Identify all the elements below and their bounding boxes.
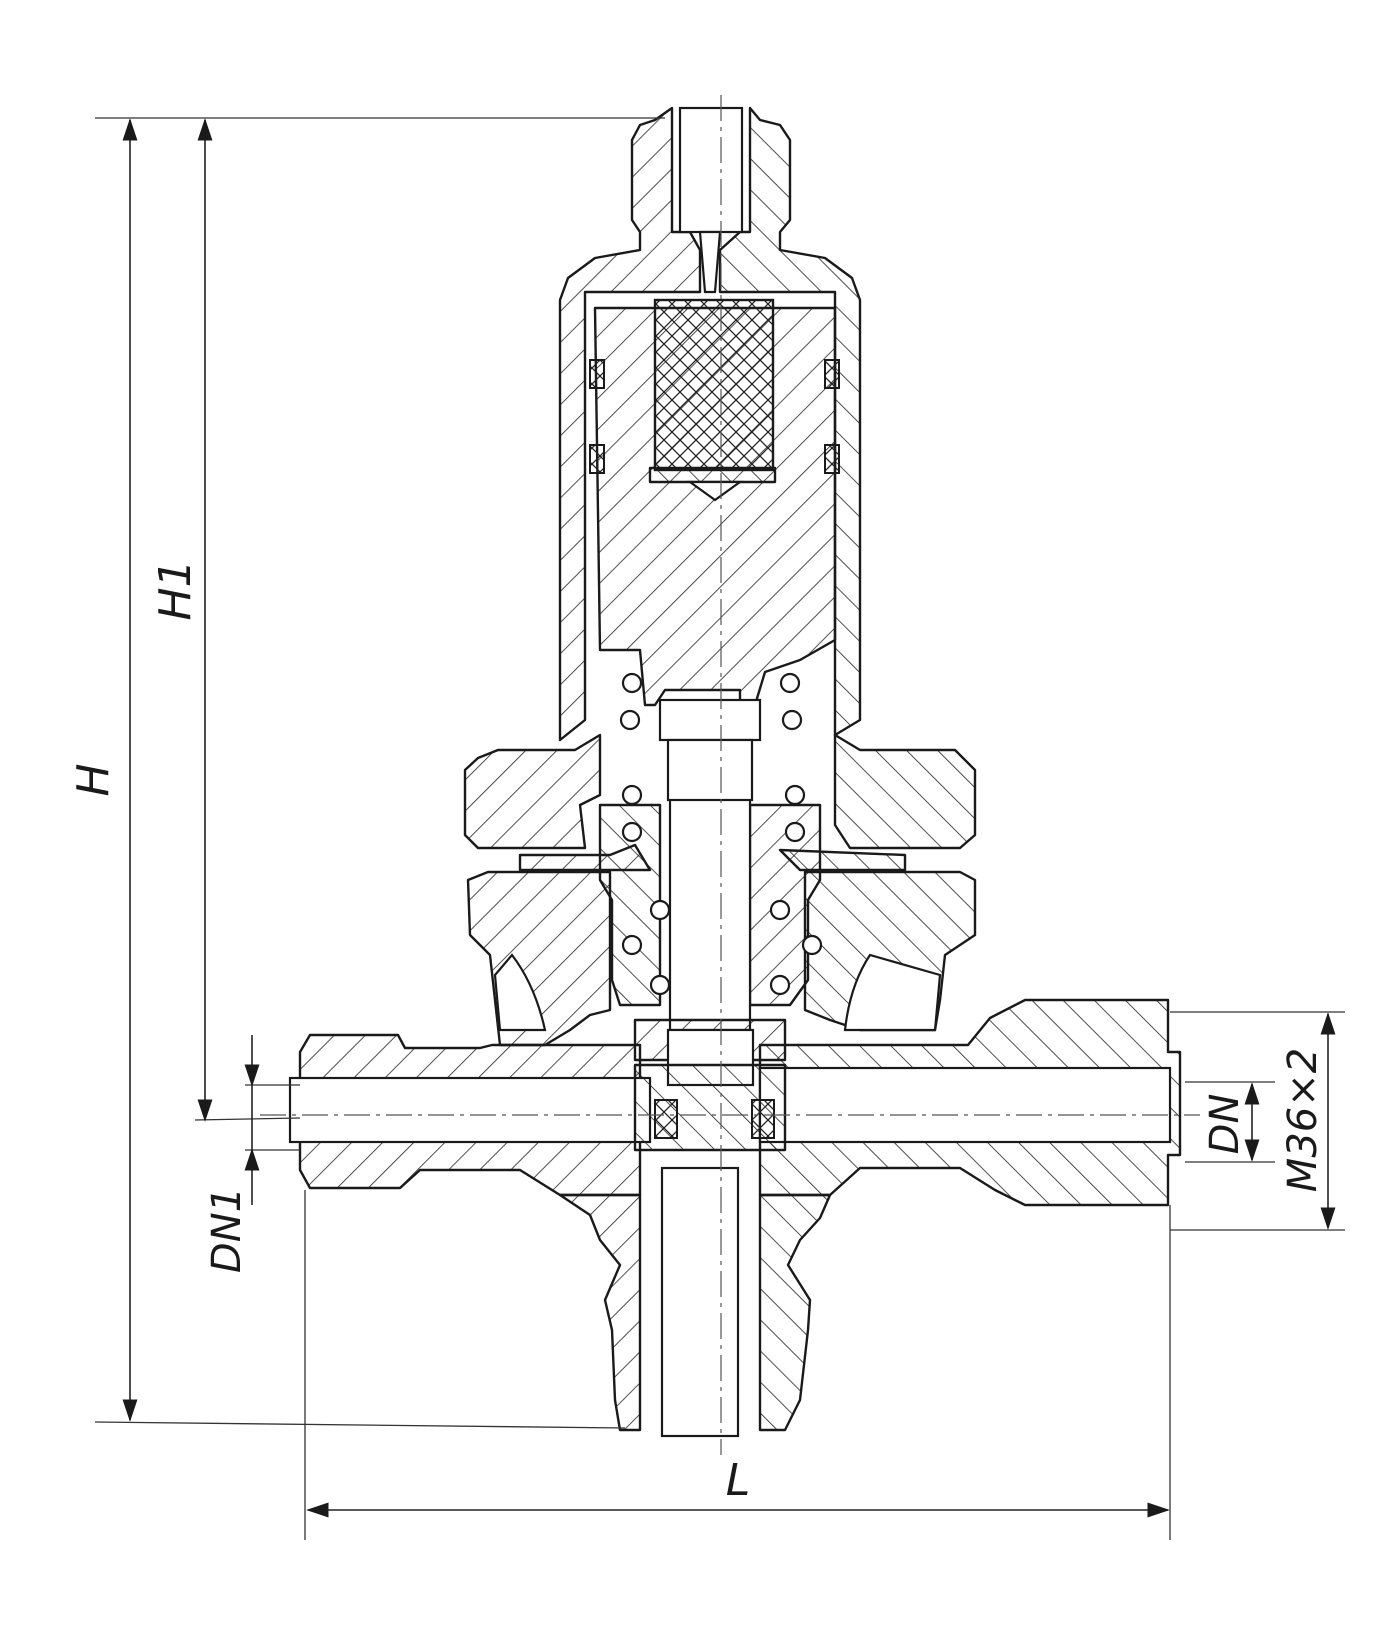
label-thread: M36×2	[1280, 1048, 1326, 1192]
bonnet	[558, 106, 862, 742]
lower-flange	[466, 870, 977, 1047]
label-DN1: DN1	[204, 1187, 250, 1273]
label-L: L	[726, 1455, 751, 1506]
spring-coils	[619, 672, 823, 996]
label-H1: H1	[150, 559, 201, 620]
label-H: H	[68, 763, 119, 796]
valve-body	[288, 998, 1182, 1438]
valve-stem	[598, 672, 823, 1152]
piston	[589, 298, 840, 707]
filter-element	[653, 298, 775, 472]
dimensions	[94, 117, 1345, 1540]
label-DN: DN	[1202, 1094, 1248, 1155]
